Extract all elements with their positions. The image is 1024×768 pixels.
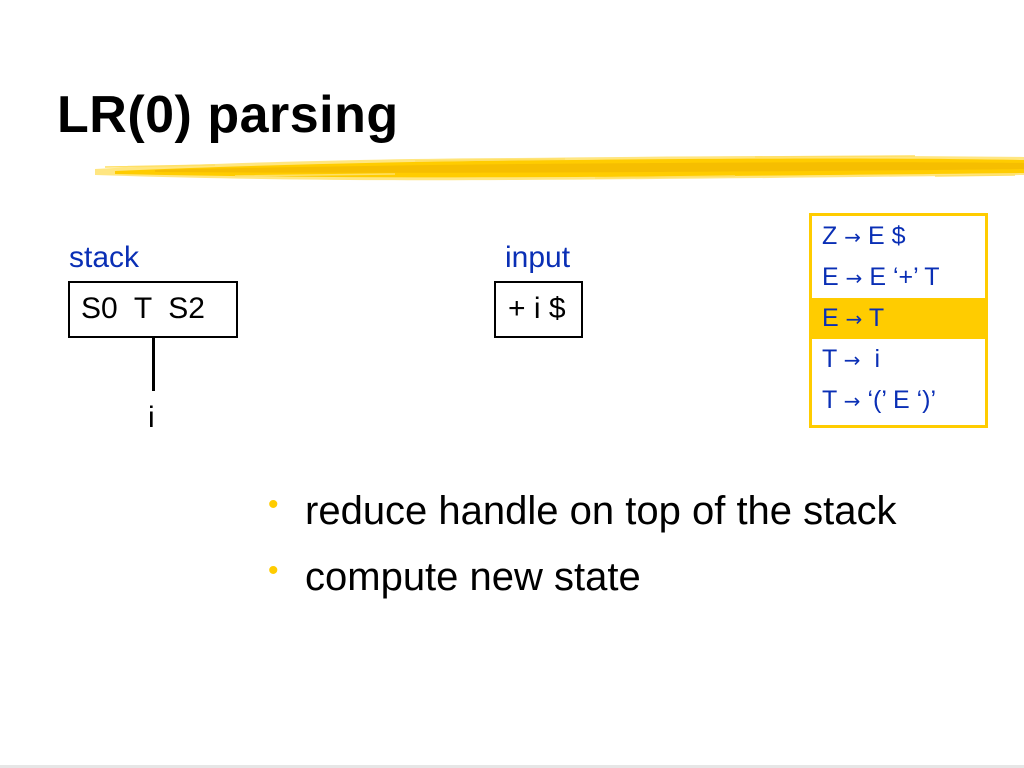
footer-divider [0, 765, 1024, 768]
reduction-tree-edge [152, 338, 155, 391]
grammar-rule: Z → E $ [812, 216, 985, 257]
rule-lhs: T [822, 386, 837, 414]
rule-arrow: → [845, 307, 863, 331]
bullet-item: • reduce handle on top of the stack [268, 478, 897, 544]
rule-arrow: → [843, 348, 861, 372]
title-underline-brush [95, 155, 1024, 181]
grammar-rule: T → ‘(’ E ‘)’ [812, 380, 985, 421]
bullet-list: • reduce handle on top of the stack • co… [268, 478, 897, 610]
grammar-rule: T → i [812, 339, 985, 380]
bullet-item: • compute new state [268, 544, 897, 610]
stack-box: S0 T S2 [68, 281, 238, 338]
rule-rhs: T [862, 304, 885, 332]
bullet-dot-icon: • [268, 554, 279, 587]
bullet-text: compute new state [305, 555, 641, 599]
rule-rhs: ‘(’ E ‘)’ [860, 386, 936, 414]
rule-arrow: → [845, 266, 863, 290]
stack-label: stack [69, 241, 140, 274]
grammar-rules-box: Z → E $ E → E ‘+’ T E → T T → i T → ‘(’ … [809, 213, 988, 428]
slide-title: LR(0) parsing [57, 86, 399, 144]
grammar-rule: E → E ‘+’ T [812, 257, 985, 298]
rule-arrow: → [843, 389, 861, 413]
reduction-tree-leaf: i [148, 401, 155, 434]
input-label: input [505, 241, 571, 274]
rule-lhs: Z [822, 222, 838, 250]
rule-rhs: i [860, 345, 880, 373]
bullet-dot-icon: • [268, 488, 279, 521]
rule-lhs: E [822, 304, 839, 332]
rule-arrow: → [844, 225, 861, 249]
rule-rhs: E $ [861, 222, 906, 250]
rule-lhs: E [822, 263, 839, 291]
rule-lhs: T [822, 345, 837, 373]
grammar-rule-highlighted: E → T [812, 298, 985, 339]
rule-rhs: E ‘+’ T [862, 263, 940, 291]
input-box: + i $ [494, 281, 583, 338]
bullet-text: reduce handle on top of the stack [305, 489, 897, 533]
